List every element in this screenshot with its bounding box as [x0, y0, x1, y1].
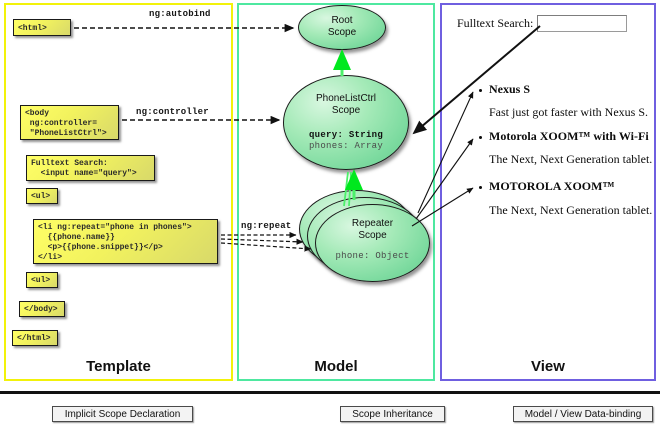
phone-snippet-0: Fast just got faster with Nexus S.	[489, 105, 648, 119]
phone-bullet-2	[479, 186, 482, 189]
connector-label-repeat: ng:repeat	[241, 221, 292, 231]
code-box-body-open: <body ng:controller= "PhoneListCtrl">	[20, 105, 119, 140]
panel-view-label: View	[531, 358, 565, 375]
code-box-li-repeat: <li ng:repeat="phone in phones"> {{phone…	[33, 219, 218, 264]
fulltext-search-label: Fulltext Search:	[457, 16, 534, 30]
scope-repeater: Repeater Scope phone: Object	[315, 204, 430, 282]
legend-item-scope-inheritance: Scope Inheritance	[340, 406, 445, 422]
code-box-html-close: </html>	[12, 330, 58, 346]
code-box-ul-open: <ul>	[26, 188, 58, 204]
scope-phonelistctrl-title-1: PhoneListCtrl	[315, 93, 377, 104]
scope-repeater-prop-phone: phone: Object	[335, 251, 410, 261]
scope-repeater-title-2: Scope	[358, 229, 387, 241]
phone-snippet-1: The Next, Next Generation tablet.	[489, 152, 653, 166]
scope-repeater-title-1: Repeater	[351, 218, 394, 229]
scope-root-title-1: Root	[331, 15, 353, 26]
scope-phonelistctrl-title-2: Scope	[331, 104, 361, 116]
phone-name-0: Nexus S	[489, 82, 531, 96]
code-box-body-close: </body>	[19, 301, 65, 317]
phone-bullet-1	[479, 136, 482, 139]
connector-label-controller: ng:controller	[136, 107, 209, 117]
code-box-html-open: <html>	[13, 19, 71, 36]
connector-label-autobind: ng:autobind	[149, 9, 211, 19]
phone-snippet-2: The Next, Next Generation tablet.	[489, 203, 653, 217]
phone-name-2: MOTOROLA XOOM™	[489, 179, 615, 193]
code-box-ul-close: <ul>	[26, 272, 58, 288]
legend-divider	[0, 391, 660, 394]
panel-model-label: Model	[314, 358, 358, 375]
legend-item-implicit-scope-declaration: Implicit Scope Declaration	[52, 406, 193, 422]
fulltext-search-input[interactable]	[537, 15, 627, 32]
scope-phonelistctrl: PhoneListCtrl Scope query: String phones…	[283, 75, 409, 170]
scope-phonelistctrl-prop-query: query: String	[308, 130, 384, 140]
scope-phonelistctrl-prop-phones: phones: Array	[308, 140, 384, 151]
phone-bullet-0	[479, 89, 482, 92]
panel-model: Model	[237, 3, 435, 381]
scope-root: Root Scope	[298, 5, 386, 50]
scope-root-title-2: Scope	[327, 26, 357, 38]
phone-name-1: Motorola XOOM™ with Wi-Fi	[489, 129, 649, 143]
code-box-fulltext-search: Fulltext Search: <input name="query">	[26, 155, 155, 181]
legend-item-model-view-data-binding: Model / View Data-binding	[513, 406, 653, 422]
panel-template-label: Template	[86, 358, 151, 375]
